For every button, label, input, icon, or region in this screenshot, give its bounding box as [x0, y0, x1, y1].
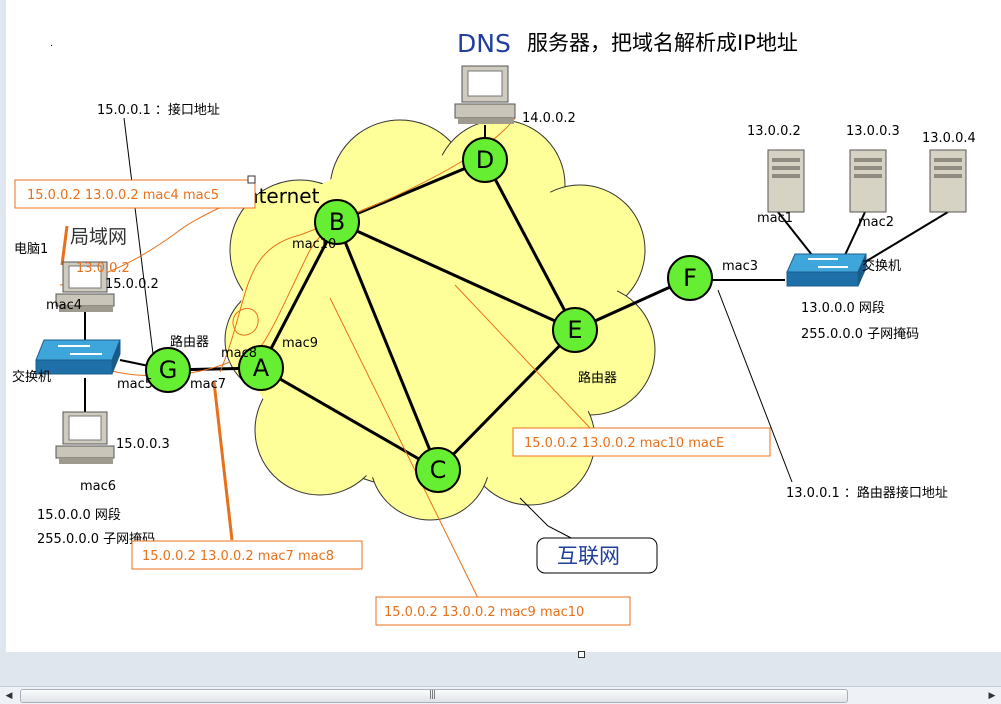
packet-box-3: 15.0.0.2 13.0.0.2 mac9 mac10 [375, 596, 631, 626]
stray-dot: . [50, 38, 53, 49]
node-a [238, 345, 284, 391]
lan-label: 局域网 [70, 226, 127, 248]
network-left: 15.0.0.0 网段 [37, 508, 121, 523]
dns-title-desc: 服务器，把域名解析成IP地址 [527, 31, 798, 55]
interface-address-left: 15.0.0.1 ：接口地址 [97, 102, 220, 118]
pc3-ip: 15.0.0.3 [116, 437, 170, 452]
scroll-right-arrow-icon[interactable]: ▶ [988, 690, 996, 701]
mac5-label: mac5 [117, 377, 153, 392]
node-c-label: C [430, 456, 447, 484]
pc1-computer-icon [55, 261, 115, 312]
scroll-thumb[interactable]: ||| [20, 689, 848, 703]
mac3-label: mac3 [722, 259, 758, 274]
packet-2-text: 15.0.0.2 13.0.0.2 mac7 mac8 [142, 549, 334, 564]
mac7-label: mac7 [190, 377, 226, 392]
diagram-canvas: D B E F A G C [6, 0, 1001, 652]
mask-left: 255.0.0.0 子网掩码 [37, 532, 155, 547]
node-e-label: E [567, 316, 582, 344]
node-b-label: B [329, 208, 345, 236]
node-f-label: F [683, 264, 697, 292]
scroll-grip-icon: ||| [429, 690, 436, 700]
dns-ip: 14.0.0.2 [522, 111, 576, 126]
mac4-label: mac4 [46, 298, 82, 313]
switch-right-label: 交换机 [862, 258, 901, 274]
node-b [314, 199, 360, 245]
mask-right: 255.0.0.0 子网掩码 [801, 327, 919, 342]
dns-title: DNS [457, 29, 511, 58]
pc1-ip: 15.0.0.2 [105, 277, 159, 292]
internet-callout-text: 互联网 [557, 544, 620, 568]
router-g-label: 路由器 [170, 334, 209, 350]
mac10-label: mac10 [292, 237, 336, 252]
packet-4-text: 15.0.0.2 13.0.0.2 mac10 macE [524, 436, 724, 451]
canvas-margin [6, 652, 1001, 686]
pc3-computer-icon [55, 411, 115, 464]
resize-handle[interactable] [247, 175, 256, 184]
page-resize-handle[interactable] [578, 651, 585, 658]
network-diagram: D B E F A G C [12, 29, 976, 626]
internet-callout: 互联网 [536, 537, 658, 574]
node-c [415, 447, 461, 493]
horizontal-scrollbar[interactable]: ◀ ||| ▶ [0, 686, 1001, 704]
network-right: 13.0.0.0 网段 [801, 301, 885, 316]
interface-address-right: 13.0.0.1 ：路由器接口地址 [786, 485, 948, 501]
mac6-label: mac6 [80, 479, 116, 494]
packet-1-text: 15.0.0.2 13.0.0.2 mac4 mac5 [27, 188, 219, 203]
mac8-label: mac8 [221, 346, 257, 361]
server3-ip: 13.0.0.4 [922, 131, 976, 146]
server2-ip: 13.0.0.3 [846, 124, 900, 139]
router-nodes [145, 137, 713, 493]
mac2-label: mac2 [858, 215, 894, 230]
server1-ip: 13.0.0.2 [747, 124, 801, 139]
node-e [552, 307, 598, 353]
switch-right-icon [786, 253, 867, 287]
scroll-left-arrow-icon[interactable]: ◀ [5, 690, 13, 701]
server-icon-3 [929, 149, 967, 213]
switch-left-label: 交换机 [12, 369, 51, 385]
packet-3-text: 15.0.0.2 13.0.0.2 mac9 mac10 [384, 605, 584, 620]
mac1-label: mac1 [757, 211, 793, 226]
node-d-label: D [476, 146, 494, 174]
pc1-label: 电脑1 [14, 242, 48, 257]
node-d [462, 137, 508, 183]
node-a-label: A [253, 354, 270, 382]
node-g-label: G [159, 356, 178, 384]
pc1-ip-orange: 13.0.0.2 [76, 261, 130, 276]
switch-left-icon [35, 339, 121, 375]
packet-box-4: 15.0.0.2 13.0.0.2 mac10 macE [512, 427, 771, 457]
router-e-label: 路由器 [578, 370, 617, 386]
node-f [667, 255, 713, 301]
dns-server-computer-icon [454, 65, 516, 124]
packet-box-2: 15.0.0.2 13.0.0.2 mac7 mac8 [131, 540, 363, 570]
server-icon-2 [849, 149, 887, 213]
mac9-label: mac9 [282, 336, 318, 351]
node-g [145, 347, 191, 393]
packet-box-1: 15.0.0.2 13.0.0.2 mac4 mac5 [14, 179, 256, 209]
server-icon-1 [767, 149, 805, 213]
